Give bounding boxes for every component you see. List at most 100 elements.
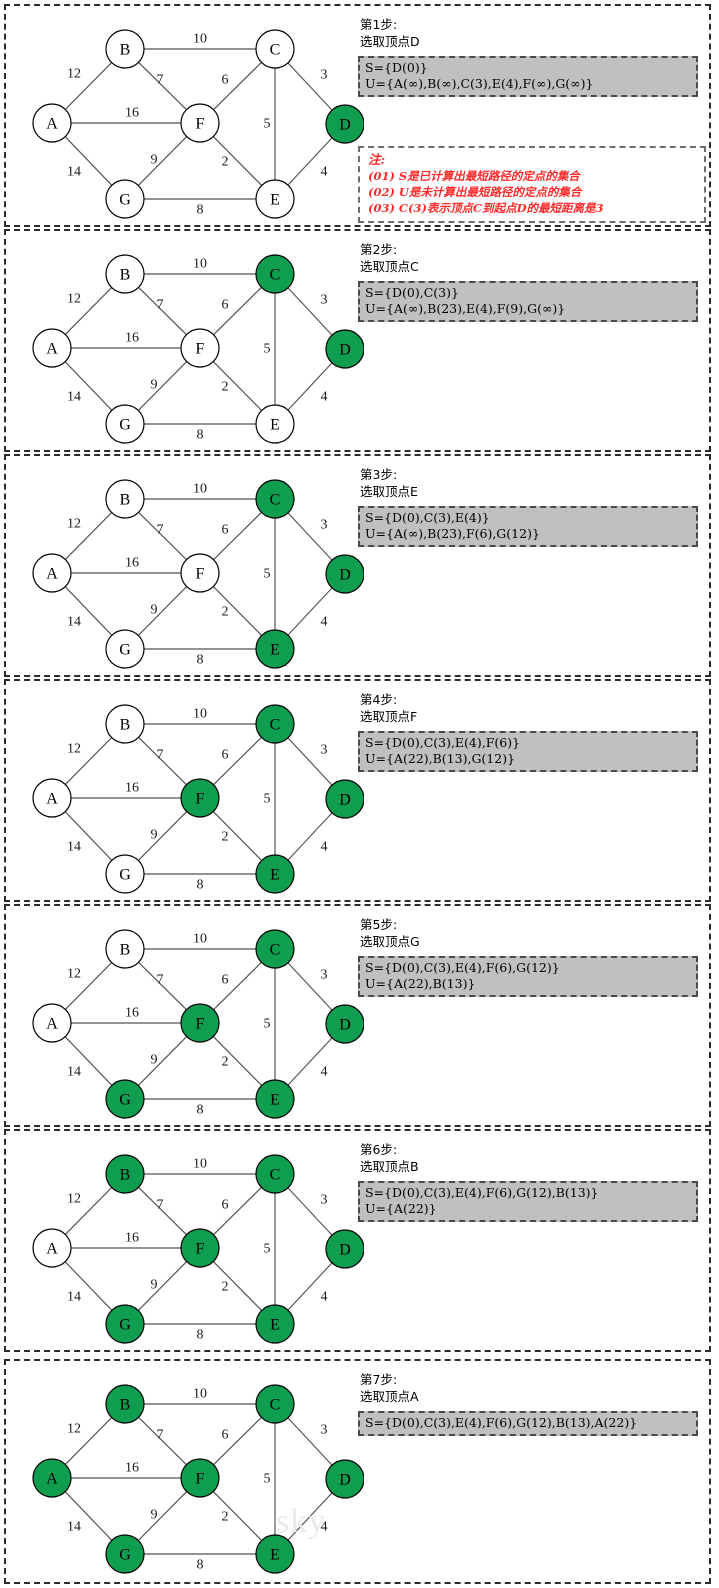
graph-node-C[interactable] — [255, 1154, 295, 1194]
graph-edge-AG — [64, 361, 113, 411]
graph-node-C[interactable] — [255, 1384, 295, 1424]
graph-node-F[interactable] — [180, 778, 220, 818]
graph-edge-AB — [64, 1417, 113, 1465]
edge-weight-EF: 2 — [222, 1055, 229, 1070]
graph-node-label-F: F — [196, 1016, 205, 1033]
graph-node-label-G: G — [119, 1092, 131, 1109]
graph-node-D[interactable] — [325, 104, 364, 144]
graph-node-B[interactable] — [105, 29, 145, 69]
graph-node-B[interactable] — [105, 1154, 145, 1194]
graph-node-B[interactable] — [105, 929, 145, 969]
graph-edge-BF — [138, 1186, 187, 1236]
graph-node-F[interactable] — [180, 1458, 220, 1498]
graph-edge-FG — [137, 1036, 188, 1086]
edge-weight-CE: 5 — [264, 117, 271, 132]
graph-node-G[interactable] — [105, 1534, 145, 1574]
graph-node-label-D: D — [339, 1472, 351, 1489]
graph-node-label-F: F — [196, 341, 205, 358]
graph-node-D[interactable] — [325, 1004, 364, 1044]
graph-node-E[interactable] — [255, 404, 295, 444]
set-u-line: U={A(∞),B(∞),C(3),E(4),F(∞),G(∞)} — [365, 76, 594, 91]
edge-weight-AB: 12 — [67, 292, 81, 307]
edge-weight-BF: 7 — [157, 298, 164, 313]
graph-node-B[interactable] — [105, 704, 145, 744]
graph-node-A[interactable] — [32, 1458, 72, 1498]
edge-weight-AB: 12 — [67, 1192, 81, 1207]
graph-node-E[interactable] — [255, 1304, 295, 1344]
graph-node-F[interactable] — [180, 1228, 220, 1268]
edge-weight-AG: 14 — [67, 1520, 81, 1535]
graph-node-G[interactable] — [105, 629, 145, 669]
graph-node-label-E: E — [270, 1092, 280, 1109]
graph-node-A[interactable] — [32, 778, 72, 818]
edge-weight-BC: 10 — [193, 932, 207, 947]
edge-weight-DE: 4 — [321, 840, 328, 855]
step-title: 第2步: 选取顶点C — [360, 242, 419, 274]
edge-weight-AF: 16 — [125, 331, 139, 346]
set-s-line: S={D(0),C(3),E(4),F(6),G(12),B(13),A(22)… — [365, 1415, 638, 1430]
graph-node-label-D: D — [339, 117, 351, 134]
graph-node-D[interactable] — [325, 329, 364, 369]
graph-node-D[interactable] — [325, 1459, 364, 1499]
graph-node-G[interactable] — [105, 179, 145, 219]
graph-node-E[interactable] — [255, 179, 295, 219]
graph-edge-DE — [287, 587, 333, 636]
graph-edge-FG — [137, 361, 188, 411]
graph-node-F[interactable] — [180, 328, 220, 368]
edge-weight-EF: 2 — [222, 380, 229, 395]
graph-node-label-D: D — [339, 567, 351, 584]
graph-node-E[interactable] — [255, 1079, 295, 1119]
graph-node-C[interactable] — [255, 479, 295, 519]
graph-edge-AG — [64, 136, 113, 186]
graph-edge-DE — [287, 1262, 333, 1311]
graph-node-E[interactable] — [255, 854, 295, 894]
graph-edge-AB — [64, 1187, 113, 1235]
edge-weight-AB: 12 — [67, 517, 81, 532]
graph-node-B[interactable] — [105, 1384, 145, 1424]
graph-edge-CF — [213, 61, 262, 111]
graph-edge-DE — [287, 1037, 333, 1086]
edge-weight-AG: 14 — [67, 1290, 81, 1305]
edge-weight-CF: 6 — [222, 748, 229, 763]
graph-edge-AG — [64, 1261, 113, 1311]
graph-node-E[interactable] — [255, 629, 295, 669]
edge-weight-DE: 4 — [321, 1520, 328, 1535]
graph-node-label-F: F — [196, 116, 205, 133]
edge-weight-CE: 5 — [264, 567, 271, 582]
graph-node-G[interactable] — [105, 854, 145, 894]
graph-edge-AG — [64, 1036, 113, 1086]
graph-node-C[interactable] — [255, 29, 295, 69]
graph-node-C[interactable] — [255, 704, 295, 744]
graph-node-B[interactable] — [105, 254, 145, 294]
graph-node-A[interactable] — [32, 553, 72, 593]
graph-edge-CF — [213, 511, 262, 561]
graph-node-G[interactable] — [105, 1304, 145, 1344]
graph-node-D[interactable] — [325, 779, 364, 819]
graph-node-A[interactable] — [32, 1228, 72, 1268]
graph-node-A[interactable] — [32, 103, 72, 143]
graph-node-label-B: B — [120, 717, 131, 734]
graph-node-C[interactable] — [255, 254, 295, 294]
graph-node-G[interactable] — [105, 1079, 145, 1119]
graph-node-label-C: C — [270, 492, 281, 509]
edge-weight-CE: 5 — [264, 1017, 271, 1032]
graph-node-F[interactable] — [180, 1003, 220, 1043]
graph-node-G[interactable] — [105, 404, 145, 444]
graph-edge-CD — [287, 962, 333, 1011]
graph-node-D[interactable] — [325, 1229, 364, 1269]
graph-node-A[interactable] — [32, 1003, 72, 1043]
graph-node-F[interactable] — [180, 103, 220, 143]
graph-node-F[interactable] — [180, 553, 220, 593]
graph-node-C[interactable] — [255, 929, 295, 969]
graph-node-D[interactable] — [325, 554, 364, 594]
graph-node-B[interactable] — [105, 479, 145, 519]
graph-edge-EF — [212, 1036, 263, 1086]
graph-node-A[interactable] — [32, 328, 72, 368]
graph-edge-CF — [213, 961, 262, 1011]
graph-edge-BF — [138, 511, 187, 561]
graph-node-E[interactable] — [255, 1534, 295, 1574]
